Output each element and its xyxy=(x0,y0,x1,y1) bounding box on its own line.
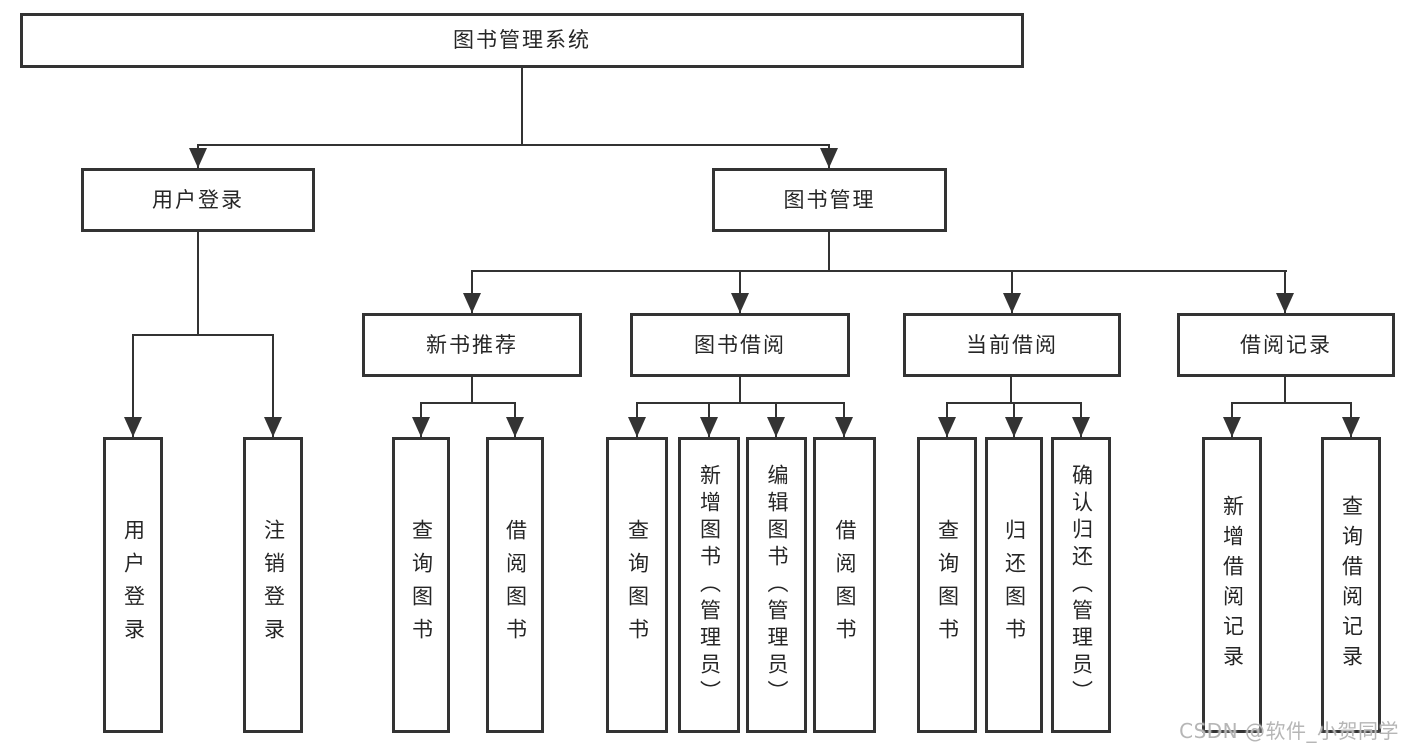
node-new-book-recommend: 新书推荐 xyxy=(362,313,582,377)
node-user-login: 用户登录 xyxy=(81,168,315,232)
arrowhead-icon xyxy=(820,148,838,168)
connector-line xyxy=(420,402,516,404)
arrowhead-icon xyxy=(767,417,785,437)
arrowhead-icon xyxy=(189,148,207,168)
arrowhead-icon xyxy=(463,293,481,313)
node-borrow-books-borrowing: 借阅图书 xyxy=(813,437,876,733)
node-book-borrowing: 图书借阅 xyxy=(630,313,850,377)
connector-line xyxy=(739,377,741,404)
arrowhead-icon xyxy=(506,417,524,437)
arrowhead-icon xyxy=(1005,417,1023,437)
connector-line xyxy=(1010,377,1012,404)
connector-line xyxy=(132,334,134,437)
node-borrow-books-recommend: 借阅图书 xyxy=(486,437,544,733)
connector-line xyxy=(471,270,1287,272)
connector-line xyxy=(471,270,473,313)
arrowhead-icon xyxy=(1072,417,1090,437)
node-query-books-current: 查询图书 xyxy=(917,437,977,733)
node-current-borrowing: 当前借阅 xyxy=(903,313,1121,377)
arrowhead-icon xyxy=(835,417,853,437)
arrowhead-icon xyxy=(412,417,430,437)
arrowhead-icon xyxy=(264,417,282,437)
node-edit-books-admin: 编辑图书（管理员） xyxy=(746,437,807,733)
arrowhead-icon xyxy=(1223,417,1241,437)
connector-line xyxy=(197,144,830,146)
connector-line xyxy=(521,68,523,146)
arrowhead-icon xyxy=(124,417,142,437)
arrowhead-icon xyxy=(1342,417,1360,437)
connector-line xyxy=(132,334,274,336)
node-query-borrow-record: 查询借阅记录 xyxy=(1321,437,1381,733)
connector-line xyxy=(636,402,845,404)
node-borrowing-records: 借阅记录 xyxy=(1177,313,1395,377)
connector-line xyxy=(1284,377,1286,404)
connector-line xyxy=(1284,270,1286,313)
node-book-management: 图书管理 xyxy=(712,168,947,232)
node-query-books-recommend: 查询图书 xyxy=(392,437,450,733)
node-confirm-return-admin: 确认归还（管理员） xyxy=(1051,437,1111,733)
connector-line xyxy=(471,377,473,404)
connector-line xyxy=(1231,402,1352,404)
csdn-watermark: CSDN @软件_小贺同学 xyxy=(1179,719,1399,743)
connector-line xyxy=(197,232,199,336)
arrowhead-icon xyxy=(731,293,749,313)
arrowhead-icon xyxy=(628,417,646,437)
node-query-books-borrowing: 查询图书 xyxy=(606,437,668,733)
arrowhead-icon xyxy=(1276,293,1294,313)
node-return-books: 归还图书 xyxy=(985,437,1043,733)
node-logout-action: 注销登录 xyxy=(243,437,303,733)
connector-line xyxy=(1011,270,1013,313)
arrowhead-icon xyxy=(938,417,956,437)
connector-line xyxy=(739,270,741,313)
node-user-login-action: 用户登录 xyxy=(103,437,163,733)
node-add-books-admin: 新增图书（管理员） xyxy=(678,437,740,733)
connector-line xyxy=(272,334,274,437)
node-add-borrow-record: 新增借阅记录 xyxy=(1202,437,1262,733)
arrowhead-icon xyxy=(700,417,718,437)
node-library-management-system: 图书管理系统 xyxy=(20,13,1024,68)
connector-line xyxy=(828,232,830,272)
arrowhead-icon xyxy=(1003,293,1021,313)
